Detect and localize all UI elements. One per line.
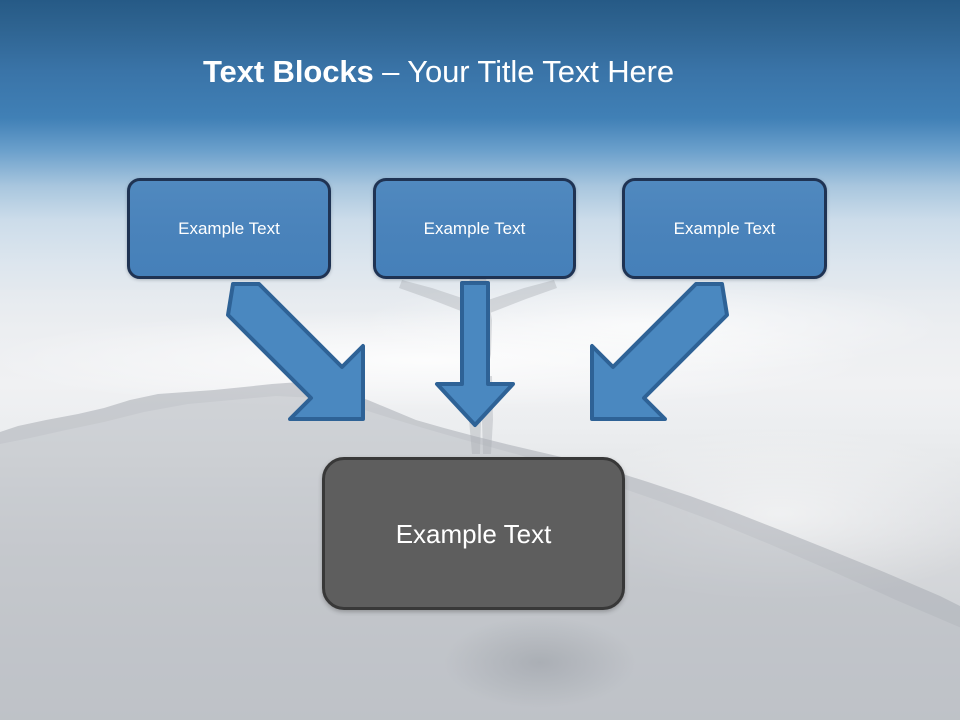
text-block-center-label: Example Text xyxy=(423,218,526,238)
text-block-right[interactable]: Example Text xyxy=(622,178,827,279)
text-block-center[interactable]: Example Text xyxy=(373,178,576,279)
text-block-right-label: Example Text xyxy=(673,218,776,238)
result-text-block-label: Example Text xyxy=(395,518,552,549)
slide-title: Text Blocks – Your Title Text Here xyxy=(203,52,903,92)
arrow-down-left-icon[interactable] xyxy=(590,282,729,421)
title-bold-part: Text Blocks xyxy=(203,54,374,89)
text-block-left[interactable]: Example Text xyxy=(127,178,331,279)
title-light-part: Your Title Text Here xyxy=(407,54,675,89)
text-block-left-label: Example Text xyxy=(178,218,280,238)
arrow-down-icon[interactable] xyxy=(435,281,515,427)
result-text-block[interactable]: Example Text xyxy=(322,457,625,610)
ground-shadow xyxy=(380,600,700,720)
title-separator: – xyxy=(373,54,408,89)
arrow-down-right-icon[interactable] xyxy=(226,282,365,421)
